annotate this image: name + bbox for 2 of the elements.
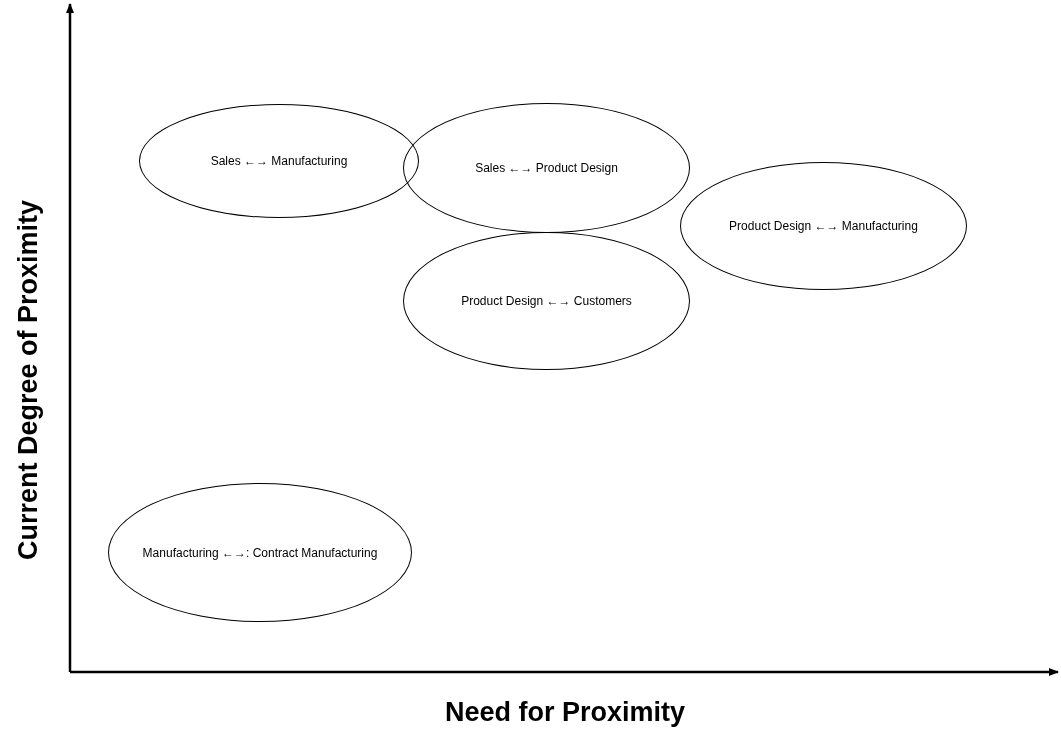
x-axis-title: Need for Proximity (444, 696, 686, 728)
y-axis-title: Current Degree of Proximity (12, 199, 44, 561)
